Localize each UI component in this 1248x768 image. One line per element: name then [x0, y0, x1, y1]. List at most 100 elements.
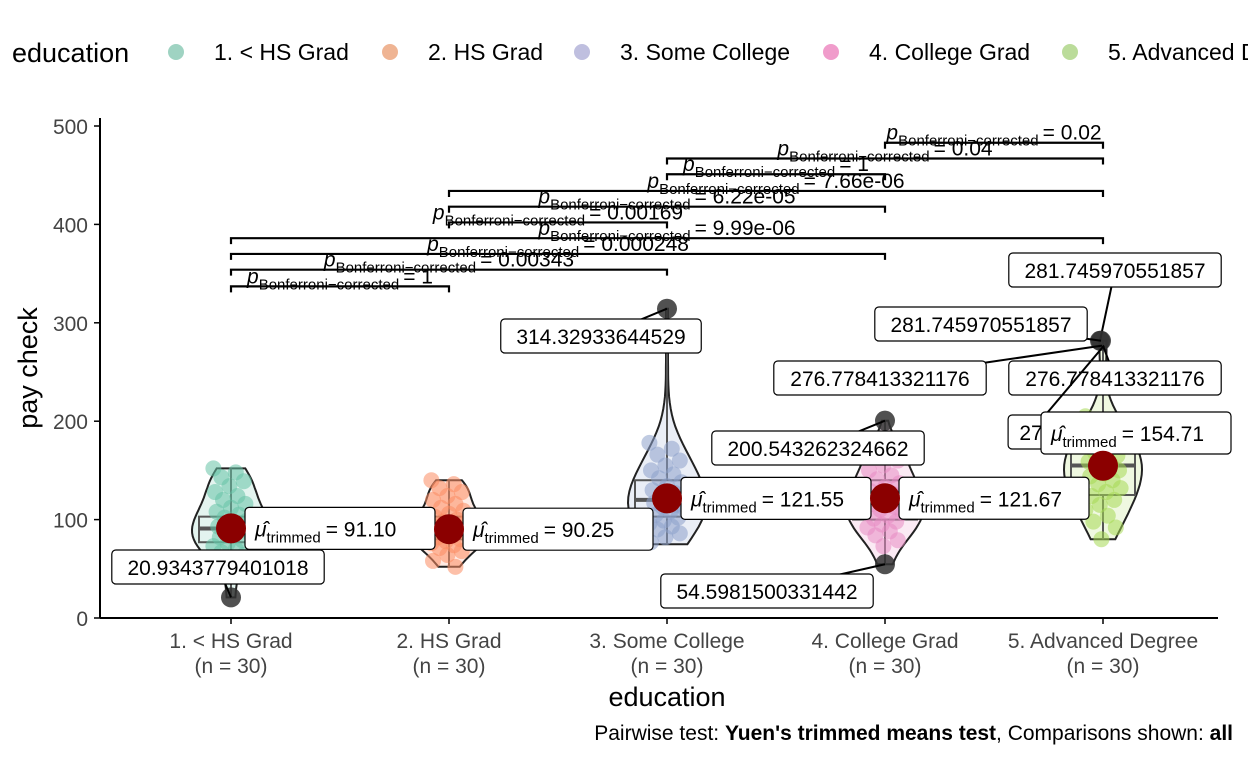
p-value: = 7.66e-06	[804, 170, 905, 193]
legend-label: 5. Advanced Degree	[1108, 39, 1248, 65]
data-point	[425, 552, 441, 569]
mean-prefix: =	[1122, 423, 1140, 446]
mean-label: μ̂trimmed = 91.10	[254, 518, 396, 546]
mean-point	[1088, 450, 1118, 481]
mean-value: 154.71	[1140, 423, 1204, 446]
comparison-bracket	[229, 285, 451, 293]
legend-key	[382, 44, 398, 60]
mean-label: μ̂trimmed = 121.55	[690, 488, 844, 516]
mean-point	[870, 483, 900, 514]
axes: pay check education	[13, 118, 1218, 712]
mu-hat: μ̂	[908, 488, 925, 511]
comparison-label: pBonferroni−corrected= 1	[246, 265, 433, 293]
mean-value: 121.67	[998, 488, 1062, 511]
p-symbol: p	[682, 153, 695, 176]
mean-label: μ̂trimmed= 90.25	[472, 519, 614, 547]
x-tick-count: (n = 30)	[849, 655, 922, 678]
legend-key	[574, 44, 590, 60]
p-symbol: p	[537, 186, 550, 209]
p-subscript: Bonferroni−corrected	[550, 228, 691, 245]
data-point	[641, 434, 658, 451]
p-subscript: Bonferroni−corrected	[695, 164, 836, 181]
p-subscript: Bonferroni−corrected	[550, 197, 691, 214]
legend-title: education	[12, 38, 129, 68]
comparison-bracket	[447, 205, 887, 213]
mean-prefix: =	[326, 518, 344, 541]
legend-label: 2. HS Grad	[428, 39, 543, 65]
outlier-label: 20.9343779401018	[127, 557, 308, 580]
data-point	[1112, 480, 1129, 497]
mu-hat: μ̂	[472, 519, 489, 542]
data-point	[439, 547, 456, 564]
p-symbol: p	[646, 170, 659, 193]
caption-shown: all	[1209, 722, 1233, 745]
outlier-labels: 20.9343779401018314.32933644529200.54326…	[111, 252, 1222, 609]
comparison-bracket	[883, 141, 1105, 149]
comparison-bracket	[447, 221, 669, 229]
mu-hat: μ̂	[254, 518, 271, 541]
x-tick-label: 3. Some College	[589, 630, 744, 653]
comparison-bracket	[229, 237, 1105, 245]
p-subscript: Bonferroni−corrected	[789, 148, 930, 165]
p-value: = 0.02	[1043, 122, 1102, 145]
p-symbol: p	[776, 137, 789, 160]
data-point	[875, 538, 892, 555]
mean-value: 121.55	[780, 488, 844, 511]
outlier-label-box	[1008, 252, 1222, 288]
legend-label: 1. < HS Grad	[214, 39, 349, 65]
legend-key	[1062, 44, 1078, 60]
legend-key	[168, 44, 184, 60]
x-tick-count: (n = 30)	[631, 655, 704, 678]
data-point	[671, 452, 688, 469]
outlier-label-box	[773, 360, 987, 396]
y-tick-label: 100	[53, 510, 88, 533]
comparison-label: pBonferroni−corrected= 7.66e-06	[646, 170, 904, 198]
p-subscript: Bonferroni−corrected	[439, 244, 580, 261]
outlier-label-box	[500, 318, 702, 354]
mu-subscript: trimmed	[703, 499, 757, 516]
p-symbol: p	[432, 201, 445, 224]
caption-prefix: Pairwise test:	[594, 722, 725, 745]
mean-point	[434, 514, 464, 545]
p-symbol: p	[323, 249, 336, 272]
data-point	[447, 558, 464, 575]
x-ticks: 1. < HS Grad(n = 30)2. HS Grad(n = 30)3.…	[169, 618, 1198, 678]
outlier-label-box	[711, 430, 925, 466]
data-point	[889, 532, 906, 549]
mu-subscript: trimmed	[485, 530, 539, 547]
data-point	[1106, 491, 1123, 508]
p-value: = 1	[403, 265, 433, 288]
mu-subscript: trimmed	[267, 529, 321, 546]
caption-test: Yuen's trimmed means test	[724, 722, 997, 745]
mu-subscript: trimmed	[1063, 434, 1117, 451]
data-point	[657, 529, 674, 546]
mean-label: μ̂trimmed= 121.67	[908, 488, 1062, 516]
outlier-label: 54.5981500331442	[676, 581, 857, 604]
p-subscript: Bonferroni−corrected	[336, 260, 477, 277]
data-point	[1093, 531, 1110, 548]
legend-label: 4. College Grad	[869, 39, 1030, 65]
p-symbol: p	[246, 265, 259, 288]
outlier-label-box	[874, 306, 1088, 342]
mean-point	[216, 513, 246, 544]
caption: Pairwise test: Yuen's trimmed means test…	[594, 722, 1233, 746]
mean-prefix: =	[762, 488, 780, 511]
mu-subscript: trimmed	[921, 499, 975, 516]
y-tick-label: 300	[53, 313, 88, 336]
comparison-label: pBonferroni−corrected= 0.02	[885, 122, 1101, 150]
comparison-bracket	[447, 189, 1105, 197]
pairwise-comparisons: pBonferroni−corrected= 1pBonferroni−corr…	[229, 122, 1105, 293]
outlier-label-box	[660, 573, 874, 609]
p-subscript: Bonferroni−corrected	[259, 276, 400, 293]
p-value: = 9.99e-06	[695, 217, 796, 240]
x-tick-count: (n = 30)	[413, 655, 486, 678]
mean-value: 91.10	[344, 518, 397, 541]
mean-value: 90.25	[562, 519, 615, 542]
mu-hat: μ̂	[690, 488, 707, 511]
mean-label: μ̂trimmed = 154.71	[1050, 423, 1204, 451]
y-axis-title: pay check	[13, 307, 43, 429]
comparison-bracket	[665, 157, 1105, 165]
mu-hat: μ̂	[1050, 423, 1067, 446]
